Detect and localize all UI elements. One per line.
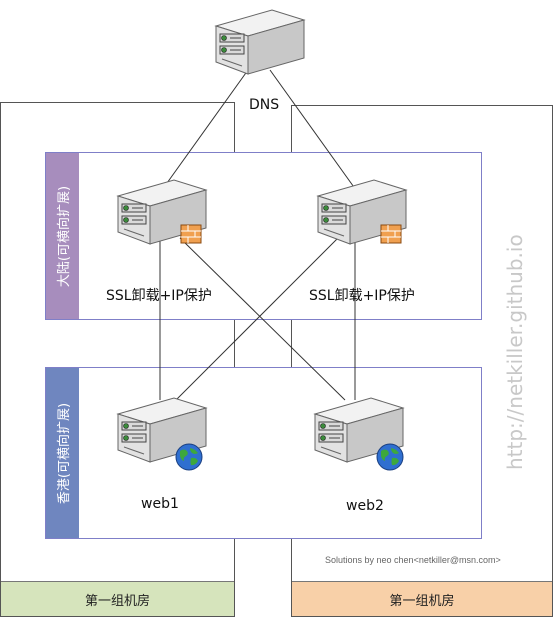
ssl-server-right	[310, 172, 410, 246]
web1-server	[110, 390, 210, 471]
web1-label: web1	[141, 496, 179, 512]
zone-mainland-label: 大陆(可横向扩展)	[57, 185, 72, 287]
ssl-server-left	[110, 172, 210, 246]
zone-hongkong-tab: 香港(可横向扩展)	[46, 368, 79, 538]
firewall-icon	[180, 224, 202, 244]
ssl-right-label: SSL卸载+IP保护	[309, 288, 415, 304]
web2-server	[307, 390, 407, 471]
room-right-footer: 第一组机房	[292, 581, 552, 616]
room-left-label: 第一组机房	[84, 593, 150, 609]
firewall-icon	[380, 224, 402, 244]
dns-server	[208, 2, 308, 76]
server-icon	[208, 2, 308, 81]
room-left-footer: 第一组机房	[1, 581, 234, 616]
room-right-label: 第一组机房	[389, 593, 455, 609]
globe-icon	[376, 443, 404, 471]
zone-hongkong-label: 香港(可横向扩展)	[57, 402, 72, 504]
ssl-left-label: SSL卸载+IP保护	[106, 288, 212, 304]
credits: Solutions by neo chen<netkiller@msn.com>	[325, 555, 501, 565]
watermark: http://netkiller.github.io	[503, 234, 527, 470]
globe-icon	[175, 443, 203, 471]
web2-label: web2	[346, 498, 384, 514]
dns-label: DNS	[249, 97, 280, 113]
zone-mainland-tab: 大陆(可横向扩展)	[46, 153, 79, 319]
